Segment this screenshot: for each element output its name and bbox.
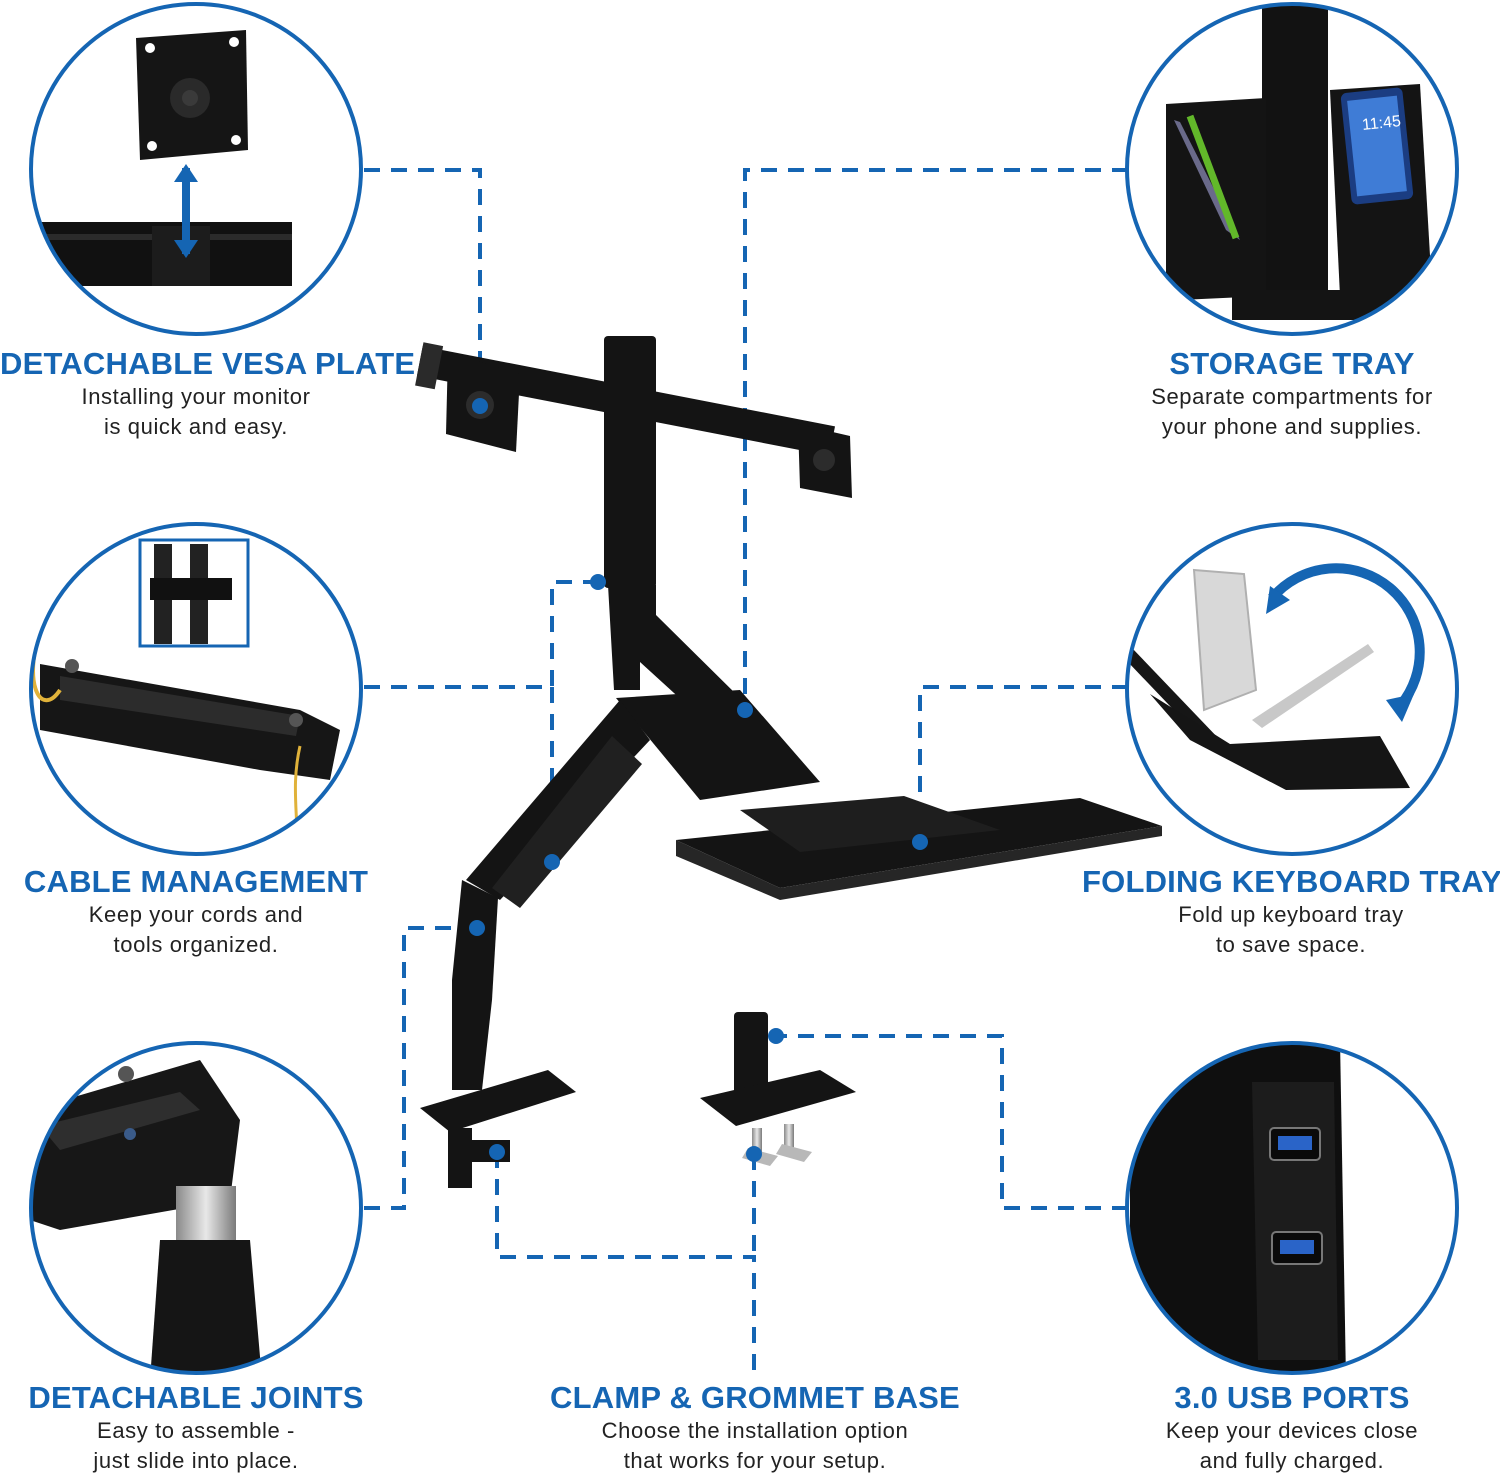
feature-clamp-desc2: that works for your setup. <box>623 1448 887 1473</box>
dot-cable-b <box>544 854 560 870</box>
feature-joints-desc2: just slide into place. <box>93 1448 299 1473</box>
feature-storage-title: STORAGE TRAY <box>1169 346 1415 381</box>
tray-mount <box>616 690 820 800</box>
upper-arm <box>608 585 742 724</box>
dot-storage <box>737 702 753 718</box>
feature-joints-title: DETACHABLE JOINTS <box>28 1380 364 1415</box>
feature-usb-desc2: and fully charged. <box>1199 1448 1385 1473</box>
vertical-post <box>604 336 656 588</box>
dot-usb <box>768 1028 784 1044</box>
phone-clock-text: 11:45 <box>1361 113 1402 134</box>
feature-joints: DETACHABLE JOINTS Easy to assemble - jus… <box>0 1380 392 1476</box>
callout-line-keyboard <box>918 685 1128 842</box>
callout-dots <box>469 398 928 1162</box>
feature-keyboard: FOLDING KEYBOARD TRAY Fold up keyboard t… <box>1082 864 1500 960</box>
feature-vesa-title: DETACHABLE VESA PLATE <box>0 346 416 381</box>
callout-lines <box>364 168 1128 1370</box>
feature-keyboard-title: FOLDING KEYBOARD TRAY <box>1082 864 1500 899</box>
feature-vesa: DETACHABLE VESA PLATE Installing your mo… <box>0 346 416 442</box>
feature-cable-desc2: tools organized. <box>113 932 279 957</box>
dot-joints <box>469 920 485 936</box>
dot-keyboard <box>912 834 928 850</box>
feature-vesa-desc2: is quick and easy. <box>103 414 289 439</box>
cable-clip-closeup-photo <box>29 522 363 856</box>
callout-line-clamp <box>495 1152 756 1370</box>
callout-line-cable <box>364 580 598 689</box>
feature-keyboard-desc2: to save space. <box>1215 932 1367 957</box>
feature-clamp-desc1: Choose the installation option <box>601 1418 909 1443</box>
clamp-base <box>420 1070 576 1188</box>
folding-tray-closeup-photo <box>1125 522 1459 856</box>
lower-column <box>452 880 498 1090</box>
feature-vesa-desc1: Installing your monitor <box>81 384 311 409</box>
callout-line-joints <box>364 926 477 1210</box>
callout-line-vesa <box>364 168 482 406</box>
feature-cable: CABLE MANAGEMENT Keep your cords and too… <box>0 864 392 960</box>
gas-spring-arm <box>466 700 650 900</box>
workstation-product <box>415 336 1162 1188</box>
feature-joints-desc1: Easy to assemble - <box>97 1418 295 1443</box>
dot-clamp-a <box>489 1144 505 1160</box>
usb-ports-closeup-photo <box>1125 1041 1459 1375</box>
feature-storage-desc2: your phone and supplies. <box>1161 414 1423 439</box>
feature-clamp-title: CLAMP & GROMMET BASE <box>550 1380 960 1415</box>
feature-cable-title: CABLE MANAGEMENT <box>23 864 369 899</box>
feature-clamp: CLAMP & GROMMET BASE Choose the installa… <box>530 1380 980 1476</box>
vesa-plate-closeup-photo <box>29 2 363 336</box>
feature-usb: 3.0 USB PORTS Keep your devices close an… <box>1092 1380 1492 1476</box>
feature-storage: STORAGE TRAY Separate compartments for y… <box>1092 346 1492 442</box>
callout-line-storage <box>743 168 1128 708</box>
dot-cable-a <box>590 574 606 590</box>
callout-line-usb <box>776 1034 1128 1210</box>
feature-usb-title: 3.0 USB PORTS <box>1174 1380 1410 1415</box>
feature-usb-desc1: Keep your devices close <box>1165 1418 1419 1443</box>
storage-tray-closeup-photo <box>1125 2 1459 336</box>
right-vesa-plate <box>798 424 852 498</box>
feature-storage-desc1: Separate compartments for <box>1151 384 1433 409</box>
feature-cable-desc1: Keep your cords and <box>88 902 304 927</box>
dot-vesa <box>472 398 488 414</box>
joint-closeup-photo <box>29 1041 363 1375</box>
feature-keyboard-desc1: Fold up keyboard tray <box>1178 902 1404 927</box>
dot-clamp-b <box>746 1146 762 1162</box>
